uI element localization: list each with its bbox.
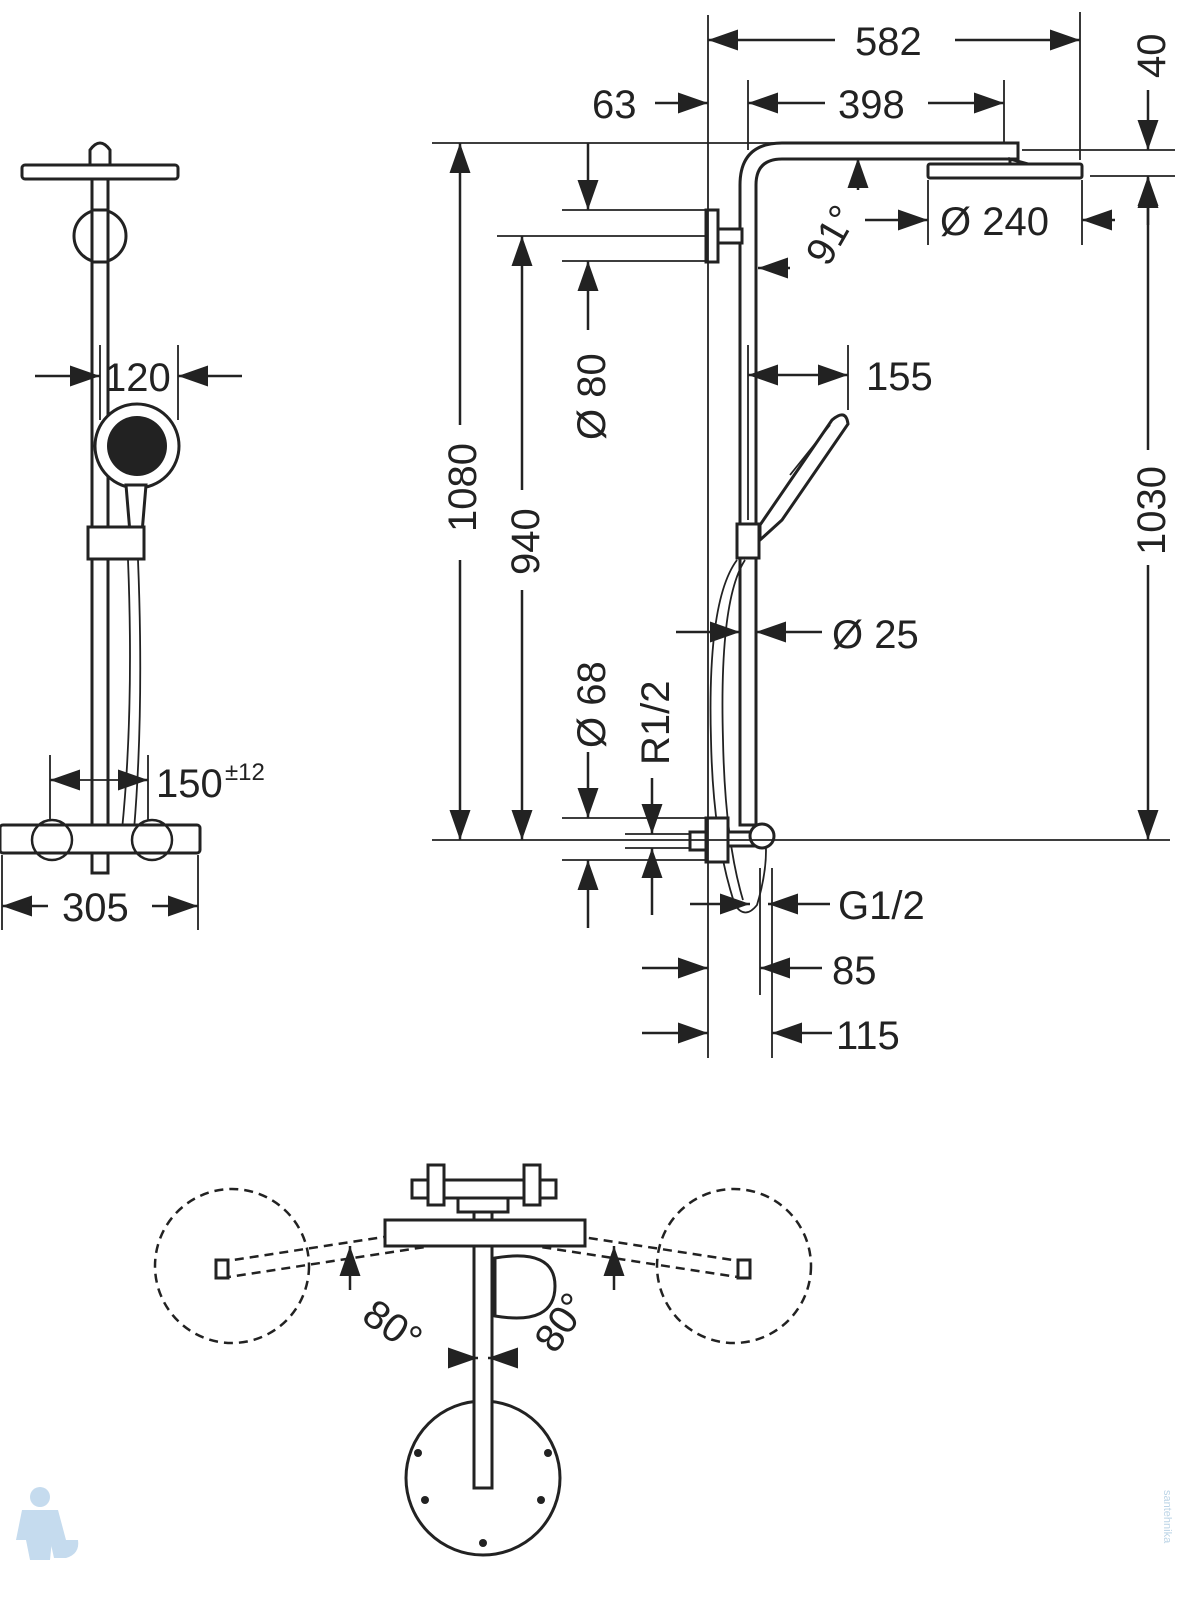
dimension-1080: 1080 bbox=[441, 143, 485, 840]
watermark-text: santehnika bbox=[1161, 1490, 1173, 1544]
dimension-label-80: Ø 80 bbox=[570, 353, 614, 440]
front-view: 582 63 398 40 Ø 240 91° Ø 8 bbox=[432, 12, 1175, 1058]
dimension-240: Ø 240 bbox=[865, 200, 1115, 244]
dimension-label-940: 940 bbox=[504, 508, 548, 575]
dimension-1030: 1030 bbox=[1130, 178, 1174, 840]
dimension-label-582: 582 bbox=[855, 20, 922, 64]
dimension-155: 155 bbox=[748, 355, 933, 399]
dimension-398: 398 bbox=[748, 83, 1004, 127]
dimension-940: 940 bbox=[504, 236, 548, 840]
thread-label-r12: R1/2 bbox=[634, 681, 678, 766]
dimension-label-155: 155 bbox=[866, 355, 933, 399]
side-view: 120 150 ±12 305 bbox=[0, 141, 265, 930]
dimension-150: 150 ±12 bbox=[49, 755, 265, 820]
dimension-25: Ø 25 bbox=[676, 613, 919, 657]
dimension-label-115: 115 bbox=[836, 1014, 900, 1058]
swing-range-left bbox=[153, 1187, 311, 1345]
angle-91: 91° bbox=[758, 158, 869, 279]
thread-label-g12: G1/2 bbox=[838, 884, 925, 928]
dimension-label-85: 85 bbox=[832, 949, 877, 993]
dimension-85: 85 bbox=[642, 949, 877, 993]
shower-column-front bbox=[688, 141, 1084, 914]
dimension-120: 120 bbox=[35, 345, 242, 420]
dimension-label-305: 305 bbox=[62, 886, 129, 930]
dimension-40: 40 bbox=[1130, 34, 1174, 225]
angle-label-left-80: 80° bbox=[355, 1291, 430, 1362]
dimension-label-120: 120 bbox=[104, 356, 171, 400]
watermark-logo bbox=[16, 1487, 79, 1560]
swing-range-right bbox=[655, 1187, 813, 1345]
dimension-label-150: 150 bbox=[156, 762, 223, 806]
dimension-g12: G1/2 bbox=[690, 884, 925, 928]
dimension-tolerance-150: ±12 bbox=[225, 759, 265, 786]
angle-label-91: 91° bbox=[798, 198, 866, 272]
dimension-label-240: Ø 240 bbox=[940, 200, 1049, 244]
dimension-label-1030: 1030 bbox=[1130, 466, 1174, 555]
dimension-label-68: Ø 68 bbox=[570, 661, 614, 748]
dimension-label-1080: 1080 bbox=[441, 443, 485, 532]
top-view: 80° 80° bbox=[153, 1163, 813, 1557]
shower-column-side bbox=[0, 141, 202, 875]
dimension-label-63: 63 bbox=[592, 83, 637, 127]
dimension-115: 115 bbox=[642, 1014, 900, 1058]
dimension-305: 305 bbox=[1, 855, 199, 930]
dimension-80: Ø 80 bbox=[570, 143, 614, 440]
dimension-582: 582 bbox=[708, 20, 1080, 64]
dimension-label-25: Ø 25 bbox=[832, 613, 919, 657]
dimension-label-40: 40 bbox=[1130, 34, 1174, 79]
dimension-68: Ø 68 bbox=[570, 661, 614, 928]
dimension-label-398: 398 bbox=[838, 83, 905, 127]
reference-lines bbox=[432, 12, 1175, 1058]
dimension-r12: R1/2 bbox=[634, 681, 678, 915]
dimension-63: 63 bbox=[592, 83, 708, 127]
